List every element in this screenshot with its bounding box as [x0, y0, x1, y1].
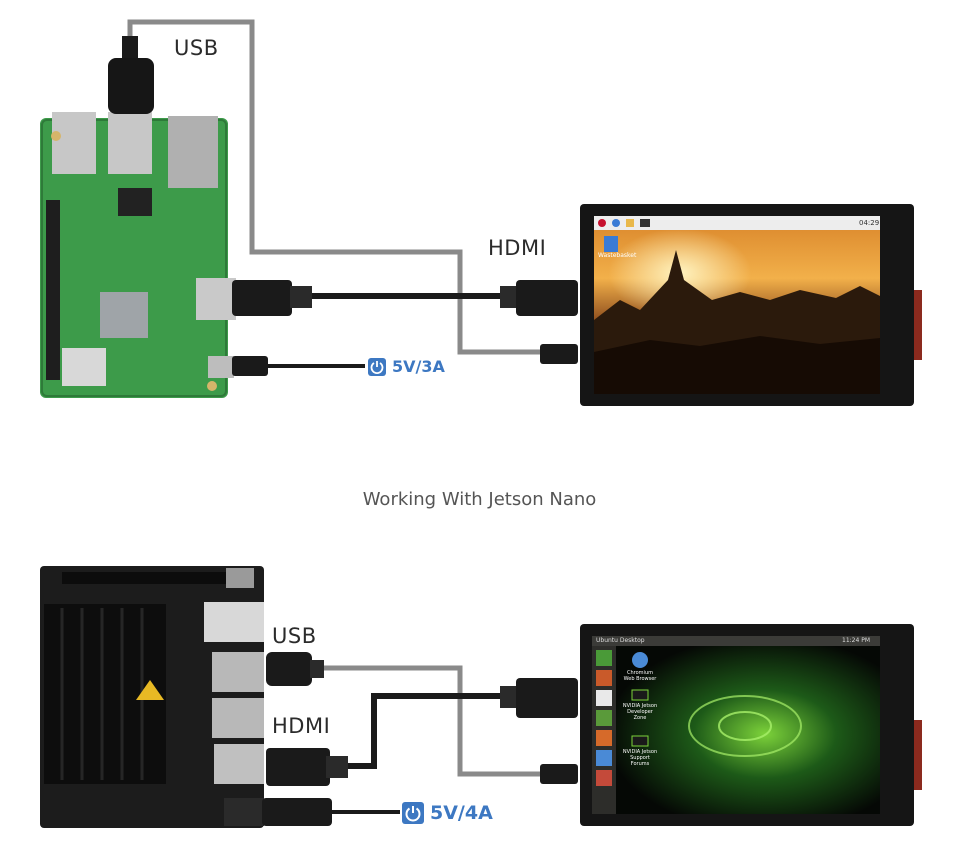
top-usb-label: USB	[174, 36, 219, 60]
desktop-icon-label-support-forums: NVIDIA Jetson Support Forums	[622, 749, 658, 767]
bottom-usb-plug-jetson	[266, 652, 324, 686]
bottom-usb-cable	[318, 665, 548, 777]
desktop-icon-label-developer-zone: NVIDIA Jetson Developer Zone	[622, 703, 658, 721]
jetson-nano-board	[40, 566, 264, 828]
bottom-display	[580, 624, 922, 826]
top-hdmi-label: HDMI	[488, 236, 547, 260]
bottom-usb-plug-screen	[540, 764, 578, 784]
raspberry-pi-board	[40, 112, 236, 398]
top-screen-desktop-icon-label: Wastebasket	[598, 252, 637, 259]
bottom-hdmi-label: HDMI	[272, 714, 331, 738]
power-icon	[402, 802, 424, 824]
bottom-hdmi-cable	[348, 693, 510, 769]
top-screen-time: 04:29	[859, 219, 880, 227]
desktop-icon-label-chromium: Chromium Web Browser	[623, 670, 657, 682]
section-caption: Working With Jetson Nano	[362, 489, 597, 510]
top-hdmi-plug-screen	[500, 280, 578, 316]
bottom-screen-window-title: Ubuntu Desktop	[596, 637, 645, 644]
top-usb-plug-screen	[540, 344, 578, 364]
top-power-label: 5V/3A	[392, 357, 445, 376]
power-icon	[368, 357, 386, 376]
bottom-power-label: 5V/4A	[430, 802, 493, 824]
top-power-plug	[232, 356, 268, 376]
top-usb-plug	[108, 36, 154, 114]
bottom-usb-label: USB	[272, 624, 317, 648]
bottom-screen-time: 11:24 PM	[842, 637, 870, 644]
bottom-power-plug	[262, 798, 332, 826]
top-usb-cable	[127, 19, 548, 355]
top-hdmi-plug-pi	[232, 280, 312, 316]
bottom-hdmi-plug-jetson	[266, 748, 348, 786]
top-display	[580, 204, 922, 406]
bottom-hdmi-plug-screen	[500, 678, 578, 718]
top-power-indicator: 5V/3A	[368, 357, 445, 376]
bottom-power-indicator: 5V/4A	[402, 802, 493, 824]
